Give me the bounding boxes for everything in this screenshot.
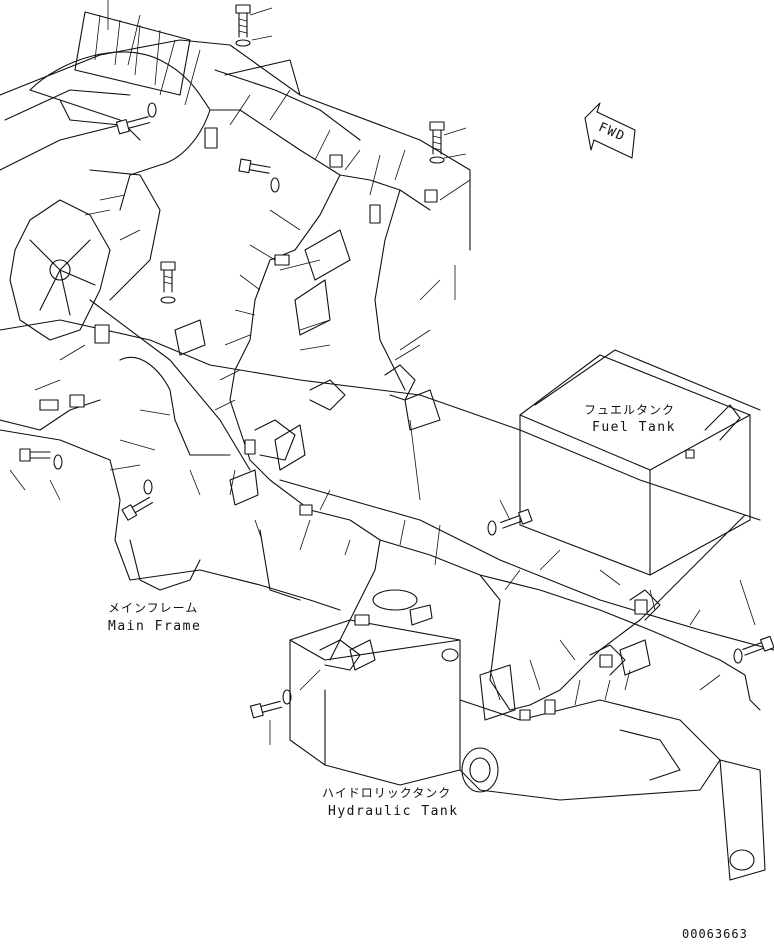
washer-icon xyxy=(160,296,176,304)
washer-icon xyxy=(235,39,251,47)
bolt-icon xyxy=(238,158,271,174)
fuel-tank-label-jp: フュエルタンク xyxy=(584,403,675,417)
main-frame-label-en: Main Frame xyxy=(108,619,201,634)
bolt-icon xyxy=(19,448,51,462)
callout-tags xyxy=(174,229,651,721)
bolt-icon xyxy=(115,116,151,135)
washer-icon xyxy=(270,177,280,193)
washer-icon xyxy=(429,156,445,164)
bolt-icon xyxy=(235,4,251,38)
bolt-icon xyxy=(160,261,176,293)
bolt-icon xyxy=(500,508,533,529)
wiring-harness xyxy=(0,51,761,711)
fuel-tank-label-en: Fuel Tank xyxy=(592,420,676,435)
fwd-arrow-icon: FWD xyxy=(584,102,636,159)
washer-icon xyxy=(282,689,292,705)
top-frame-parts xyxy=(29,11,361,141)
leader-lines xyxy=(9,0,756,745)
main-frame-outline xyxy=(0,39,774,651)
washer-icon xyxy=(733,648,743,664)
bolt-icon xyxy=(121,496,154,521)
washer-icon xyxy=(53,454,63,470)
lower-machine-body xyxy=(459,699,766,881)
cooling-fan xyxy=(9,169,161,341)
bolt-icon xyxy=(249,700,283,719)
bolt-icon xyxy=(429,121,445,155)
hydraulic-tank xyxy=(289,589,461,786)
washer-icon xyxy=(487,520,497,536)
hydraulic-tank-label-jp: ハイドロリックタンク xyxy=(322,786,451,800)
fuel-tank xyxy=(519,349,761,576)
washer-icon xyxy=(147,102,157,118)
clamps-and-connectors xyxy=(39,127,648,721)
bolt-icon xyxy=(742,635,774,656)
main-frame-label-jp: メインフレーム xyxy=(108,601,198,615)
washer-icon xyxy=(143,479,153,495)
drawing-number: 00063663 xyxy=(682,927,748,941)
hydraulic-tank-label-en: Hydraulic Tank xyxy=(328,804,459,819)
